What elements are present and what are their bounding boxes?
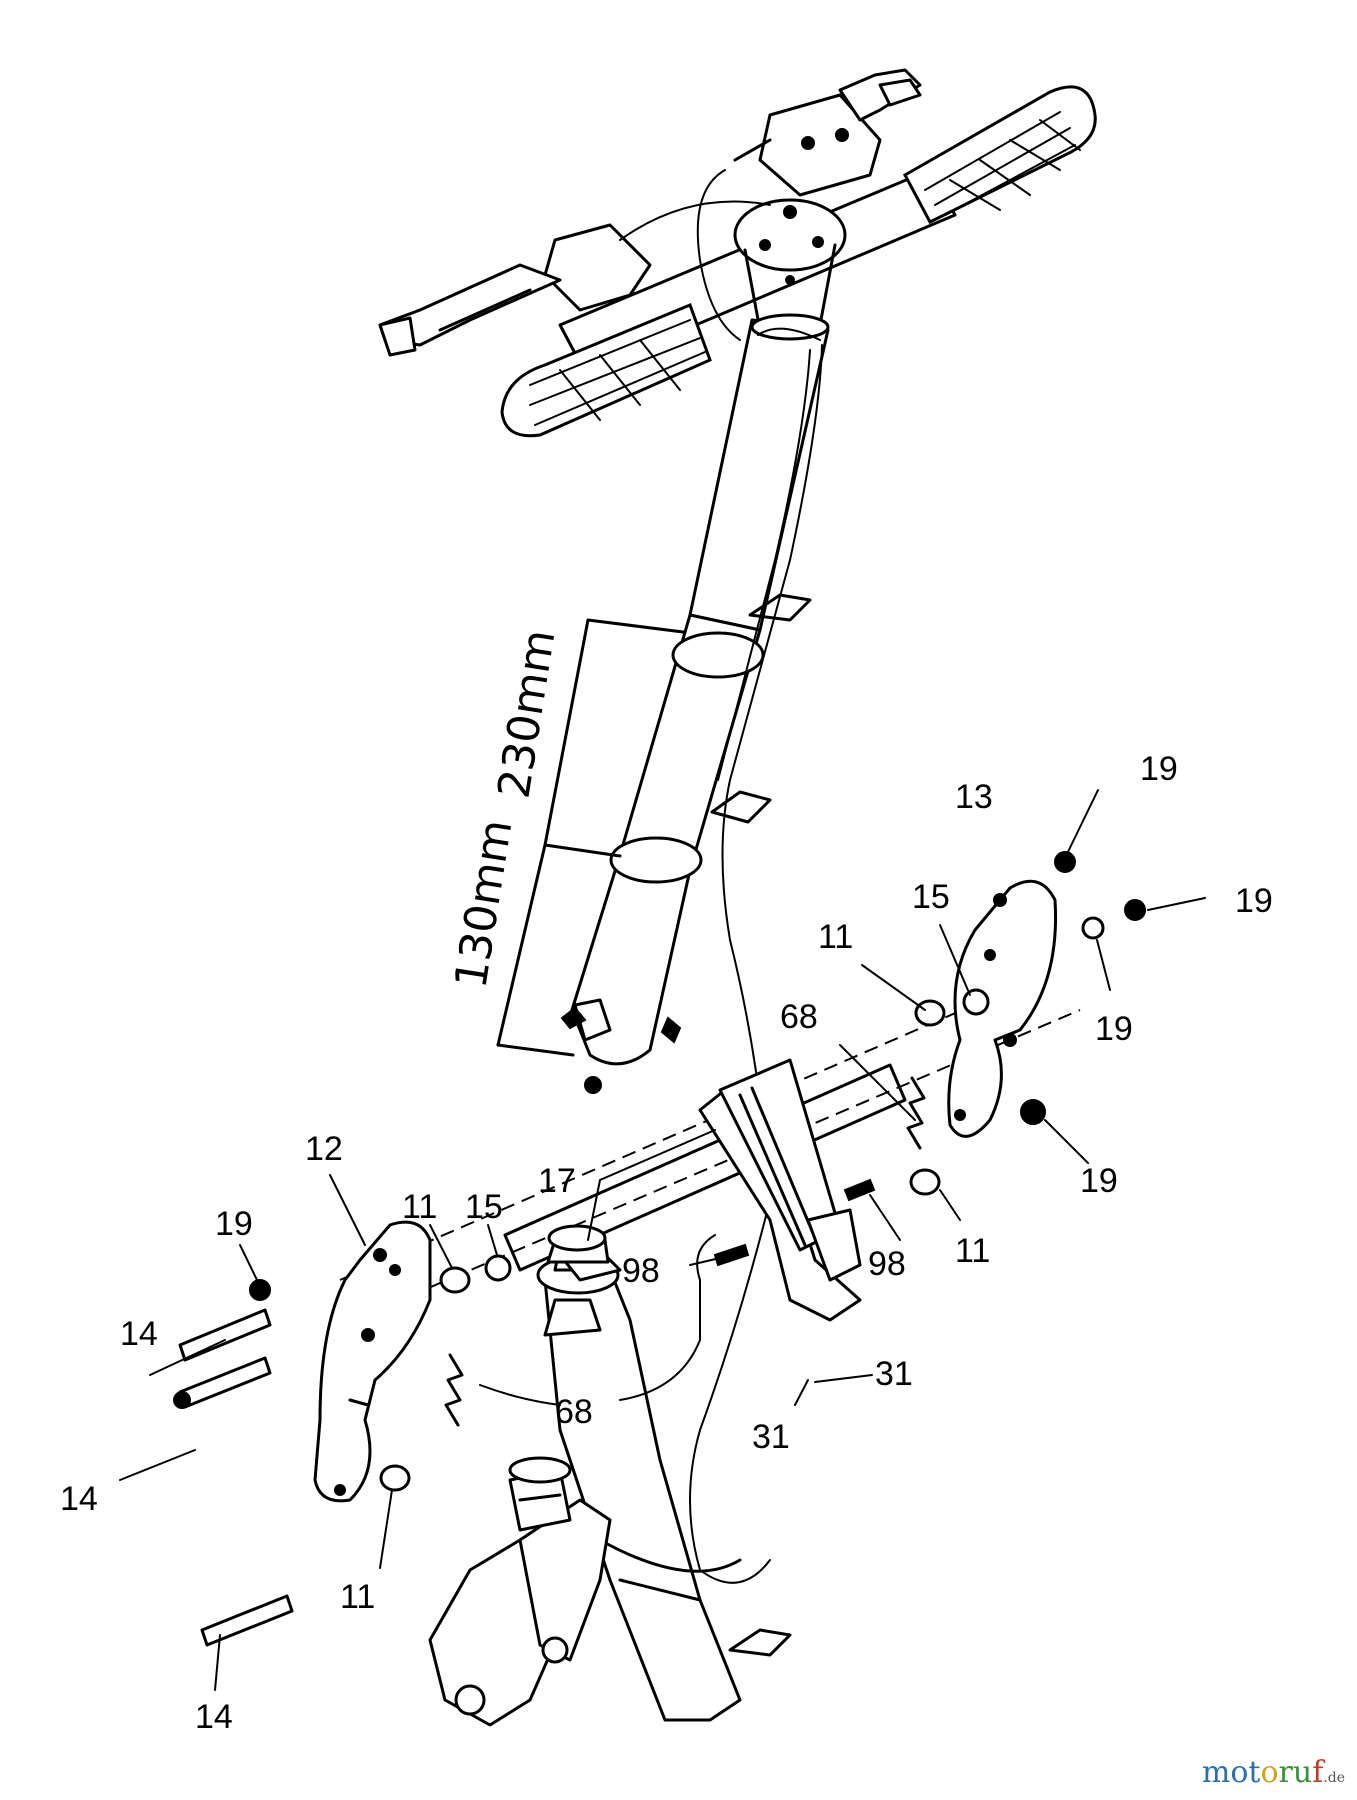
spring-68b: [906, 1076, 926, 1150]
bolt-14a: [178, 1308, 272, 1362]
label-11b: 11: [340, 1578, 375, 1616]
watermark-logo: motoruf.de: [1202, 1755, 1345, 1790]
label-14b: 14: [60, 1480, 98, 1518]
screw-98a: [713, 1243, 750, 1267]
label-15a: 15: [465, 1188, 503, 1226]
handlebar: [378, 68, 1097, 438]
watermark-part-b: o: [1260, 1755, 1279, 1790]
label-14a: 14: [120, 1315, 158, 1353]
dimension-lower-label: 130mm: [445, 816, 522, 992]
left-side-plate: [313, 1220, 432, 1503]
nut-19e: [1020, 1099, 1046, 1125]
bolt-14b: [178, 1356, 272, 1409]
spacer-11a: [439, 1266, 471, 1294]
label-19b: 19: [1140, 750, 1178, 788]
left-brake-lever: [378, 223, 652, 357]
label-14c: 14: [195, 1698, 233, 1736]
label-68a: 68: [555, 1393, 593, 1431]
label-19c: 19: [1235, 882, 1273, 920]
handle-tube: [560, 313, 830, 1094]
watermark-tld: .de: [1323, 1770, 1345, 1786]
bolt-14c: [200, 1594, 294, 1647]
left-grip: [500, 303, 712, 438]
watermark-part-a: mot: [1201, 1755, 1261, 1790]
label-12: 12: [305, 1130, 343, 1168]
spacer-11c: [914, 999, 946, 1027]
nut-19b: [1054, 851, 1076, 873]
lower-clamp-bracket: [428, 1248, 622, 1727]
upper-ring-clamp: [671, 631, 765, 679]
lower-ring-clamp: [609, 836, 703, 884]
right-lever: [733, 68, 922, 197]
label-98a: 98: [622, 1252, 660, 1290]
label-11c: 11: [955, 1232, 990, 1270]
spacer-11d: [909, 1168, 941, 1196]
label-19a: 19: [215, 1205, 253, 1243]
label-31b: 31: [752, 1418, 790, 1456]
label-31a: 31: [875, 1355, 913, 1393]
nut-19a: [249, 1279, 271, 1301]
leader-lines: [119, 789, 1206, 1691]
label-68b: 68: [780, 998, 818, 1036]
label-19e: 19: [1080, 1162, 1118, 1200]
label-19d: 19: [1095, 1010, 1133, 1048]
watermark-part-c: ru: [1278, 1755, 1313, 1790]
spacer-11b: [379, 1464, 411, 1492]
label-11d: 11: [818, 918, 853, 956]
pivot-bracket: [698, 1058, 862, 1322]
label-15b: 15: [912, 878, 950, 916]
label-13: 13: [955, 778, 993, 816]
nut-19c: [1124, 899, 1146, 921]
spring-68a: [444, 1353, 464, 1427]
nut-19d: [1081, 916, 1105, 940]
dimension-lines: [496, 618, 685, 1057]
washer-15b: [962, 988, 990, 1016]
washer-15a: [484, 1254, 512, 1282]
label-11a: 11: [402, 1188, 437, 1226]
stem-clamp: [733, 198, 847, 332]
label-17: 17: [538, 1162, 576, 1200]
dimension-upper-label: 230mm: [488, 626, 565, 802]
watermark-part-d: f: [1312, 1755, 1324, 1790]
screw-98b: [843, 1178, 876, 1202]
right-side-plate: [947, 879, 1058, 1138]
label-98b: 98: [868, 1245, 906, 1283]
right-grip: [902, 85, 1097, 224]
pin-17: [587, 1179, 601, 1241]
